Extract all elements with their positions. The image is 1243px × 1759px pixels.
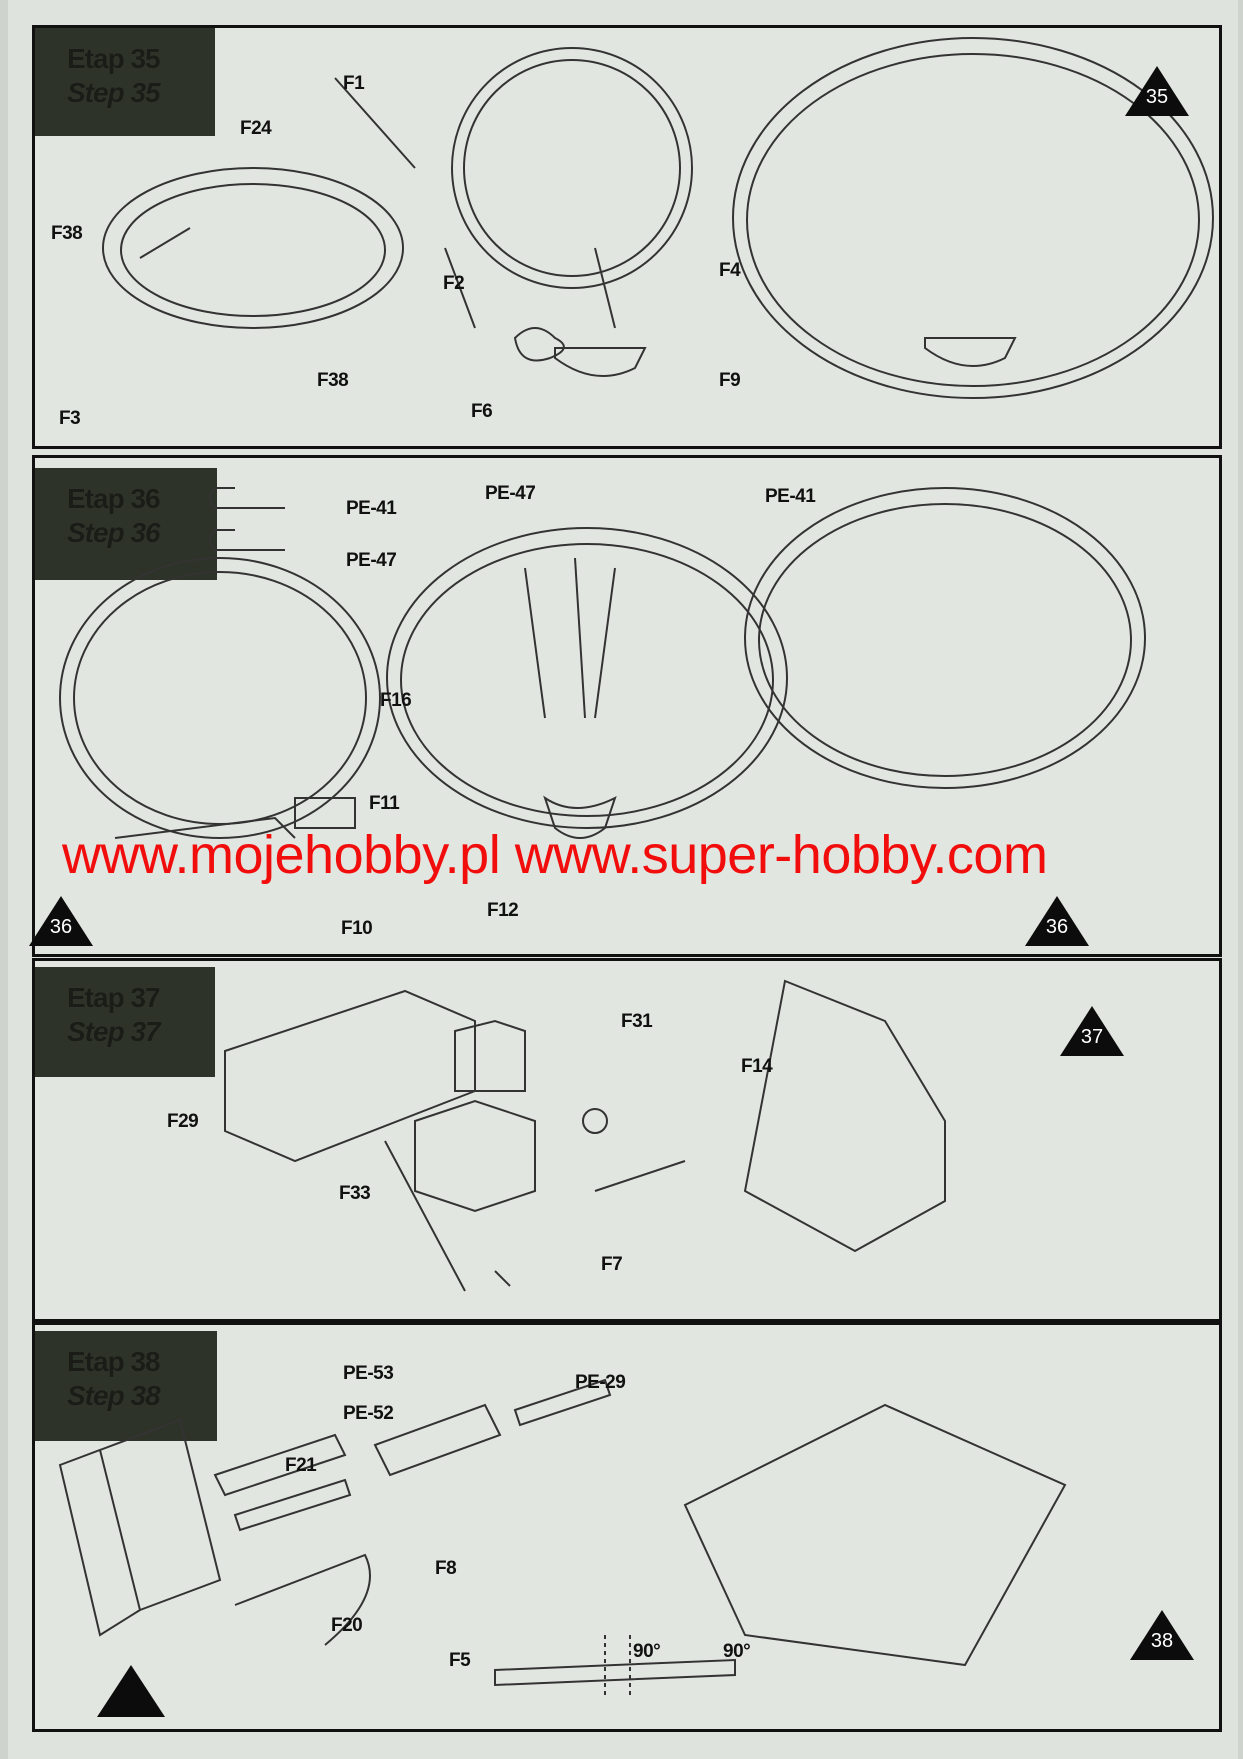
step-35-header: Etap 35 Step 35 <box>35 28 215 136</box>
step-38-diagram <box>58 1378 1067 1695</box>
watermark: www.mojehobby.pl www.super-hobby.com <box>62 825 1048 885</box>
part-label: F1 <box>343 73 365 94</box>
part-label: PE-53 <box>343 1363 394 1384</box>
step-35-diagram <box>102 37 1214 399</box>
part-label: F16 <box>380 690 412 711</box>
part-label: F14 <box>741 1056 773 1077</box>
part-label: F2 <box>443 273 465 294</box>
part-label: F33 <box>339 1183 371 1204</box>
angle-label: 90° <box>633 1641 661 1662</box>
step-title-en: Step 37 <box>67 1016 161 1047</box>
step-35-panel: Etap 35 Step 35 F1 F24 F38 F2 F4 F38 F3 … <box>32 25 1222 449</box>
part-label: F31 <box>621 1011 653 1032</box>
part-label: F5 <box>449 1650 471 1671</box>
step-36-diagram <box>59 487 1146 839</box>
part-label: F29 <box>167 1111 199 1132</box>
step-badge-triangle: 36 <box>29 896 93 946</box>
step-37-header: Etap 37 Step 37 <box>35 967 215 1077</box>
part-label: F8 <box>435 1558 457 1579</box>
step-badge-number: 37 <box>1080 1026 1104 1048</box>
step-badge-number: 36 <box>1045 916 1069 938</box>
step-37-panel: Etap 37 Step 37 F31 F14 F29 F33 F7 37 <box>32 958 1222 1322</box>
part-label: F21 <box>285 1455 317 1476</box>
part-label: PE-41 <box>346 498 397 519</box>
step-title-en: Step 36 <box>67 517 161 548</box>
part-label: F38 <box>317 370 349 391</box>
part-label: PE-52 <box>343 1403 394 1424</box>
step-badge-triangle: 35 <box>1125 66 1189 116</box>
angle-label: 90° <box>723 1641 751 1662</box>
part-label: F38 <box>51 223 83 244</box>
step-title-pl: Etap 36 <box>67 483 161 514</box>
step-37-diagram <box>224 979 946 1292</box>
part-label: F3 <box>59 408 81 429</box>
step-badge-triangle: 37 <box>1060 1006 1124 1056</box>
part-label: F6 <box>471 401 493 422</box>
part-label: F24 <box>240 118 272 139</box>
part-label: F20 <box>331 1615 363 1636</box>
part-label: PE-47 <box>485 483 536 504</box>
step-title-pl: Etap 37 <box>67 982 161 1013</box>
step-38-panel: Etap 38 Step 38 PE-53 PE-52 PE-29 F21 F8… <box>32 1322 1222 1732</box>
step-38-header: Etap 38 Step 38 <box>35 1331 217 1441</box>
part-label: F4 <box>719 260 741 281</box>
part-label: PE-29 <box>575 1372 626 1393</box>
part-label: PE-47 <box>346 550 397 571</box>
step-title-pl: Etap 38 <box>67 1346 161 1377</box>
part-label: F7 <box>601 1254 623 1275</box>
part-label: F10 <box>341 918 373 939</box>
step-title-pl: Etap 35 <box>67 43 161 74</box>
part-label: PE-41 <box>765 486 816 507</box>
part-label: F11 <box>369 793 400 814</box>
step-badge-triangle: 36 <box>1025 896 1089 946</box>
step-badge-number: 38 <box>1150 1630 1174 1652</box>
step-badge-number: 35 <box>1145 86 1169 108</box>
step-36-panel: Etap 36 Step 36 PE-41 PE-47 PE-47 PE-41 … <box>29 455 1222 957</box>
part-label: F9 <box>719 370 741 391</box>
reference-triangle <box>97 1665 165 1717</box>
part-label: F12 <box>487 900 519 921</box>
step-title-en: Step 35 <box>67 77 161 108</box>
step-title-en: Step 38 <box>67 1380 161 1411</box>
step-badge-number: 36 <box>49 916 73 938</box>
step-badge-triangle: 38 <box>1130 1610 1194 1660</box>
